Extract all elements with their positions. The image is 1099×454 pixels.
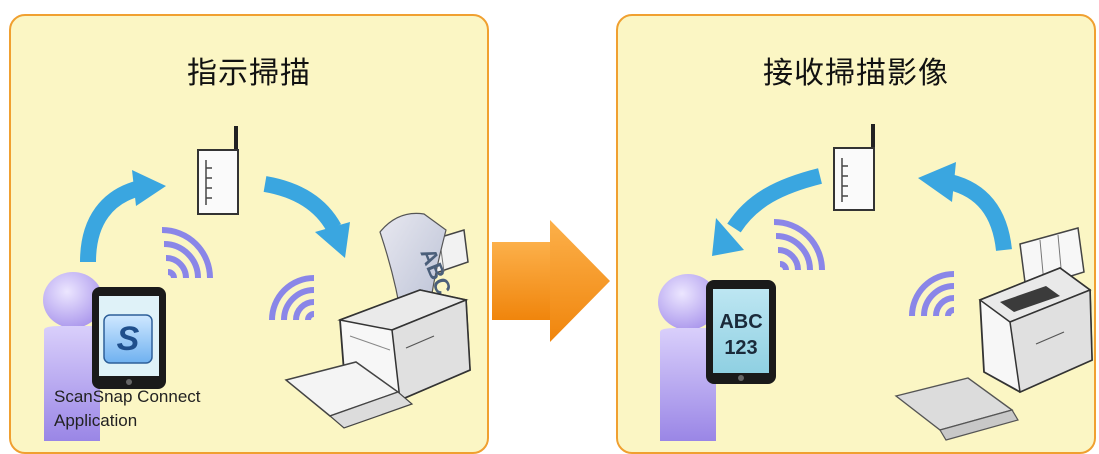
scanner-icon — [894, 227, 1093, 441]
curved-arrow-down-icon — [263, 176, 350, 258]
person-icon — [43, 272, 103, 441]
tablet-text-line1: ABC — [719, 311, 762, 333]
wifi-signal-icon — [909, 271, 955, 317]
scanner-icon: ABC — [284, 212, 471, 429]
right-panel-title: 接收掃描影像 — [763, 56, 949, 91]
wifi-router-icon — [833, 124, 875, 211]
wifi-signal-icon — [773, 219, 825, 271]
wifi-signal-icon — [269, 275, 315, 321]
diagram-art: S ABC — [43, 124, 1093, 441]
wifi-signal-icon — [161, 227, 213, 279]
svg-text:S: S — [117, 320, 140, 358]
wifi-router-icon — [197, 126, 239, 215]
curved-arrow-up-icon — [80, 170, 166, 263]
curved-arrow-up-icon — [918, 162, 1012, 252]
tablet-icon — [706, 280, 776, 384]
person-icon — [658, 274, 718, 441]
app-caption: ScanSnap Connect Application — [54, 385, 201, 433]
transition-arrow-icon — [492, 220, 610, 342]
app-caption-line1: ScanSnap Connect — [54, 387, 201, 406]
tablet-icon: S — [92, 287, 166, 389]
curved-arrow-left-icon — [712, 168, 822, 256]
tablet-text-line2: 123 — [724, 337, 757, 359]
left-panel-title: 指示掃描 — [187, 56, 311, 91]
app-caption-line2: Application — [54, 411, 138, 430]
